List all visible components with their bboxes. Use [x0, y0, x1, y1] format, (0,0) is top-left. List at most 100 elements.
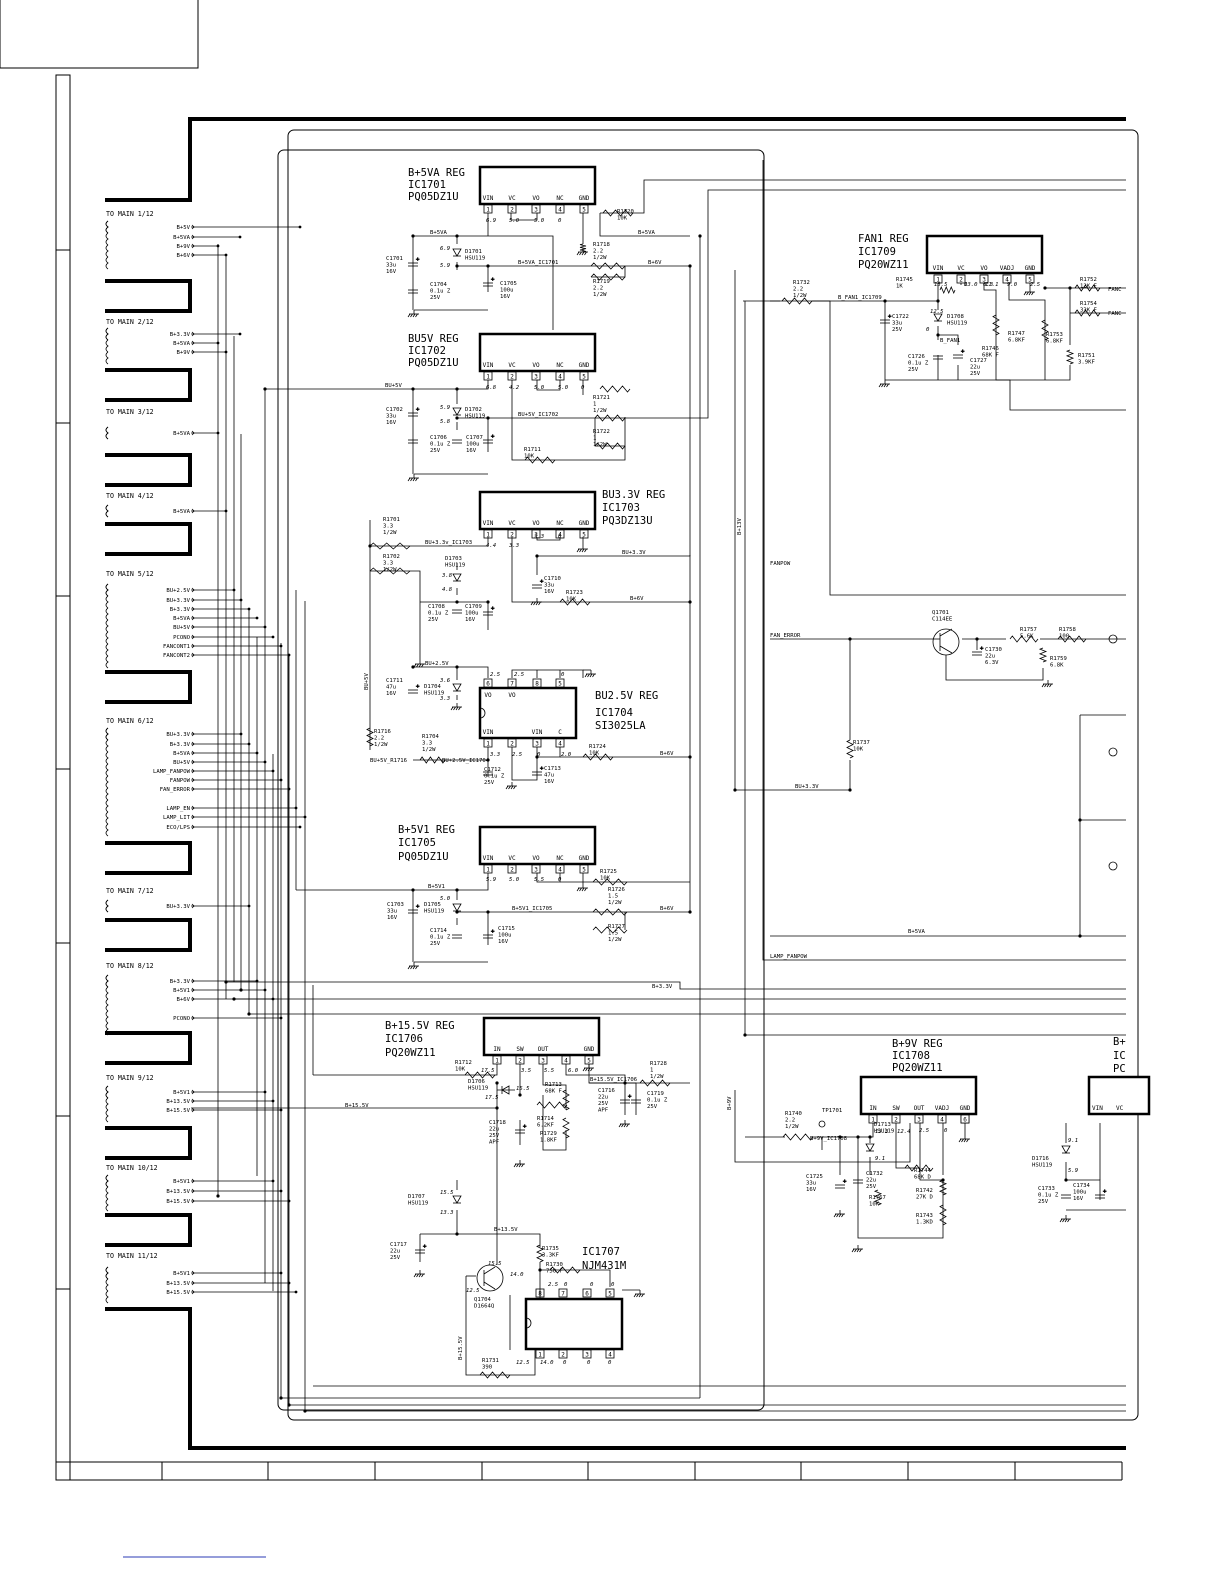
ic-pin-label: GND	[579, 520, 590, 527]
part-c1706: 0.1u Z	[430, 442, 451, 448]
part-r1712: 10K	[455, 1067, 466, 1073]
ic-pin-label: IN	[869, 1105, 877, 1112]
svg-text:1: 1	[486, 741, 490, 748]
voltage-v44: 12.5	[466, 1288, 480, 1294]
part-c1703: C1703	[387, 902, 404, 908]
part-d1702: D1702	[465, 407, 482, 413]
connector-line-label: BU+2.5V	[166, 588, 190, 594]
part-c1710: C1710	[544, 576, 561, 582]
ic-pin-label: NC	[556, 520, 564, 527]
voltage-v26: 2.5	[512, 752, 523, 758]
part-c1727: 25V	[970, 371, 981, 377]
part-c1730: 6.3V	[985, 660, 999, 666]
ic-pin-label: VADJ	[935, 1105, 949, 1112]
part-r1745: R1745	[896, 277, 913, 283]
regulator-ic1702: BU5V REG IC1702 PQ05DZ1U VIN1VC2VO3NC4GN…	[408, 332, 597, 381]
ic-pin-label: VO	[508, 692, 516, 699]
part-c1711: 16V	[386, 691, 397, 697]
part-r1731: 390	[482, 1365, 492, 1371]
ic-pin-number: 3	[534, 207, 538, 214]
ic-pin-label: IN	[493, 1046, 501, 1053]
voltage-v31: 5.5	[534, 877, 545, 883]
voltage-v5: 6.9	[440, 246, 450, 252]
ic-pin-number: 4	[558, 374, 562, 381]
voltage-v15: 3.3	[508, 543, 520, 549]
svg-text:1: 1	[538, 1352, 542, 1359]
part-c1717: C1717	[390, 1242, 407, 1248]
voltage-v23: 3.6	[439, 678, 451, 684]
part-c1733: 25V	[1038, 1199, 1049, 1205]
connector-line-label: FANCONT2	[163, 653, 190, 659]
ic-pin-number: 3	[534, 867, 538, 874]
part-c1708: C1708	[428, 604, 445, 610]
ic-pin-label: VIN	[483, 520, 494, 527]
ic-pin-label: VO	[532, 195, 540, 202]
connector-line-label: B+9V	[177, 350, 191, 356]
connector-line-label: B+5VA	[173, 431, 190, 437]
part-r1711: 10K	[524, 454, 535, 460]
part-c1714: 25V	[430, 941, 441, 947]
part-d1716: HSU119	[1032, 1163, 1052, 1169]
part-d1707: D1707	[408, 1194, 425, 1200]
svg-text:B+: B+	[1113, 1036, 1126, 1048]
net-b6v-2: B+6V	[630, 596, 644, 602]
svg-text:+: +	[628, 1094, 632, 1100]
part-r1752: R1752	[1080, 277, 1097, 283]
part-d1706: D1706	[468, 1079, 485, 1085]
voltage-v20: 2.5	[490, 672, 501, 678]
part-r1702: R1702	[383, 554, 400, 560]
part-c1709: C1709	[465, 604, 482, 610]
voltage-v24: 3.3	[439, 696, 451, 702]
ic-pin-label: VO	[532, 520, 540, 527]
voltage-v68: 9.1	[1068, 1138, 1078, 1144]
part-d1703: D1703	[445, 556, 462, 562]
voltage-v64: 9.1	[875, 1156, 885, 1162]
part-r1728: 1/2W	[650, 1074, 664, 1080]
ic-pin-number: 5	[582, 867, 586, 874]
svg-text:+: +	[491, 606, 495, 612]
connector-c4: TO MAIN 4/12B+5VA	[105, 492, 228, 556]
ic1707-part: NJM431M	[582, 1260, 626, 1272]
part-r1746: 68K F	[982, 353, 999, 359]
connector-line-label: B+9V	[177, 244, 191, 250]
part-r1753: 6.8KF	[1046, 339, 1063, 345]
part-c1713: 47u	[544, 773, 554, 779]
part-r1758: R1758	[1059, 627, 1076, 633]
ic-pin-number: 2	[959, 277, 963, 284]
ic-pin-number: 4	[558, 867, 562, 874]
part-r1731: R1731	[482, 1358, 499, 1364]
part-r1721: 1/2W	[593, 408, 607, 414]
ic-pin-number: 5	[1028, 277, 1032, 284]
part-c1730: 22u	[985, 654, 995, 660]
net-b13v: B+13V	[737, 518, 743, 535]
connector-line-label: B+3.3V	[170, 332, 191, 338]
ic-pin-label: GND	[1025, 265, 1036, 272]
part-r1713: 68K F	[545, 1089, 562, 1095]
part-c1734: C1734	[1073, 1183, 1090, 1189]
voltage-v41: 13.3	[440, 1210, 454, 1216]
voltage-v2: 5.0	[509, 218, 520, 224]
ic-pin-number: 4	[558, 207, 562, 214]
voltage-v33: 5.0	[440, 896, 451, 902]
svg-text:+: +	[961, 349, 965, 355]
part-c1703: 33u	[387, 909, 397, 915]
connector-line-label: B+5VA	[173, 235, 190, 241]
part-r1726: 1.5	[608, 894, 618, 900]
sheet-frame	[0, 0, 1139, 1558]
ic1708-title: B+9V REG	[892, 1038, 943, 1050]
connector-line-label: PCONO	[173, 1016, 190, 1022]
part-c1733: 0.1u Z	[1038, 1193, 1059, 1199]
ic-pin-number: 2	[510, 532, 514, 539]
connector-line-label: PCONO	[173, 635, 190, 641]
net-b155v-ic1706: B+15.5V_IC1706	[590, 1077, 637, 1083]
part-c1707: 16V	[466, 448, 477, 454]
ic1707-body	[524, 1297, 624, 1351]
net-b6v-4: B+6V	[660, 906, 674, 912]
part-r1746: R1746	[982, 346, 999, 352]
svg-text:+: +	[1103, 1189, 1107, 1195]
part-q1701: Q1701	[932, 610, 949, 616]
part-c1702: C1702	[386, 407, 403, 413]
